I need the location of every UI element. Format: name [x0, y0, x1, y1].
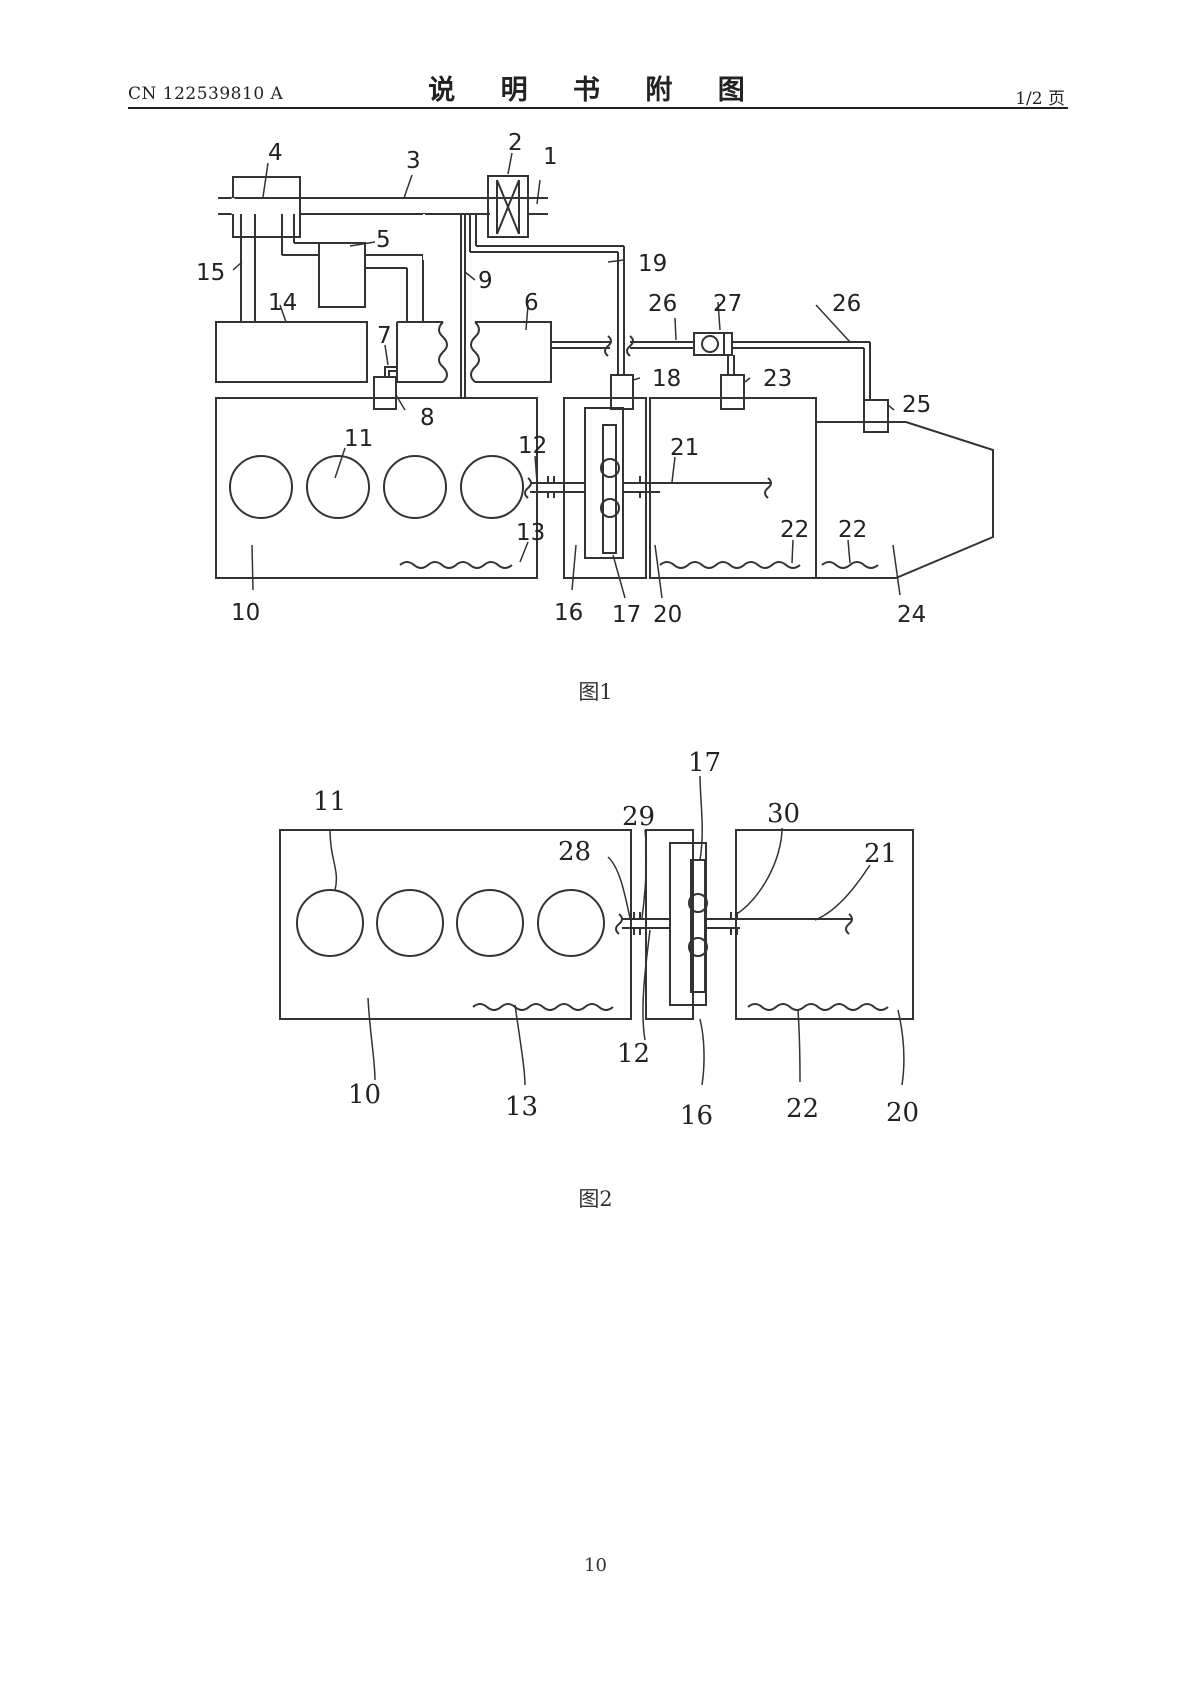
label-14: 14 [268, 290, 297, 316]
tank-24 [816, 421, 994, 579]
cylinder-1-fig2 [296, 889, 364, 957]
label-27: 27 [713, 291, 742, 317]
label-19: 19 [638, 251, 667, 277]
label-1: 1 [543, 144, 558, 170]
label-8: 8 [420, 405, 435, 431]
cylinder-2-fig2 [376, 889, 444, 957]
housing-16-fig2 [645, 829, 694, 1020]
label-22a: 22 [780, 517, 809, 543]
oil-22b [821, 561, 879, 569]
cylinder-4 [460, 455, 524, 519]
fig2-label-28: 28 [558, 837, 591, 867]
figure-1-caption: 图1 [578, 680, 613, 704]
header-rule [128, 107, 1068, 109]
fig2-label-20: 20 [886, 1098, 919, 1128]
label-7: 7 [377, 323, 392, 349]
housing-16 [563, 397, 647, 579]
fig2-label-30: 30 [767, 799, 800, 829]
cylinder-3-fig2 [456, 889, 524, 957]
gearbox-20 [649, 397, 817, 579]
label-21: 21 [670, 435, 699, 461]
label-6: 6 [524, 290, 539, 316]
label-23: 23 [763, 366, 792, 392]
label-5: 5 [376, 227, 391, 253]
oil-22 [659, 561, 801, 569]
fig2-label-13: 13 [505, 1092, 538, 1122]
label-4: 4 [268, 140, 283, 166]
figure-2-drawing: 11 17 29 30 28 21 10 13 12 16 22 20 [279, 748, 919, 1131]
label-26b: 26 [832, 291, 861, 317]
label-3: 3 [406, 148, 421, 174]
label-26a: 26 [648, 291, 677, 317]
component-17-fig2 [669, 842, 707, 1006]
component-14 [215, 321, 368, 383]
figure-2-caption: 图2 [578, 1187, 613, 1211]
label-17: 17 [612, 602, 641, 628]
label-2: 2 [508, 130, 523, 156]
label-20: 20 [653, 602, 682, 628]
cylinder-3 [383, 455, 447, 519]
fig2-label-21: 21 [864, 839, 897, 869]
document-title: 说 明 书 附 图 [428, 75, 763, 106]
label-11: 11 [344, 426, 373, 452]
oil-13 [399, 561, 513, 569]
engine-10-fig2 [279, 829, 632, 1020]
label-10: 10 [231, 600, 260, 626]
label-16: 16 [554, 600, 583, 626]
fig2-label-10: 10 [348, 1080, 381, 1110]
fig2-label-17: 17 [688, 748, 721, 778]
component-6 [475, 321, 552, 383]
sensor-25 [863, 399, 889, 433]
fig2-label-22: 22 [786, 1094, 819, 1124]
label-13: 13 [516, 520, 545, 546]
cylinder-4-fig2 [537, 889, 605, 957]
label-18: 18 [652, 366, 681, 392]
label-15: 15 [196, 260, 225, 286]
publication-number: CN 122539810 A [128, 84, 284, 104]
figure-1-drawing: 1 2 3 4 5 6 7 8 9 10 11 12 13 14 15 16 1… [196, 130, 994, 628]
fig2-label-16: 16 [680, 1101, 713, 1131]
component-5 [318, 242, 366, 308]
sensor-23 [720, 374, 745, 410]
fig2-label-29: 29 [622, 802, 655, 832]
engine-10 [215, 397, 538, 579]
label-12: 12 [518, 433, 547, 459]
oil-13-fig2 [472, 1003, 614, 1011]
label-24: 24 [897, 602, 926, 628]
gearbox-20-fig2 [735, 829, 914, 1020]
fig2-label-11: 11 [313, 787, 346, 817]
label-22b: 22 [838, 517, 867, 543]
label-9: 9 [478, 268, 493, 294]
oil-22-fig2 [747, 1003, 889, 1011]
cylinder-1 [229, 455, 293, 519]
page-indicator: 1/2 页 [1015, 89, 1065, 109]
component-2-filter [487, 175, 529, 238]
cylinder-2 [306, 455, 370, 519]
fig2-label-12: 12 [617, 1039, 650, 1069]
label-25: 25 [902, 392, 931, 418]
page-number: 10 [584, 1555, 607, 1576]
